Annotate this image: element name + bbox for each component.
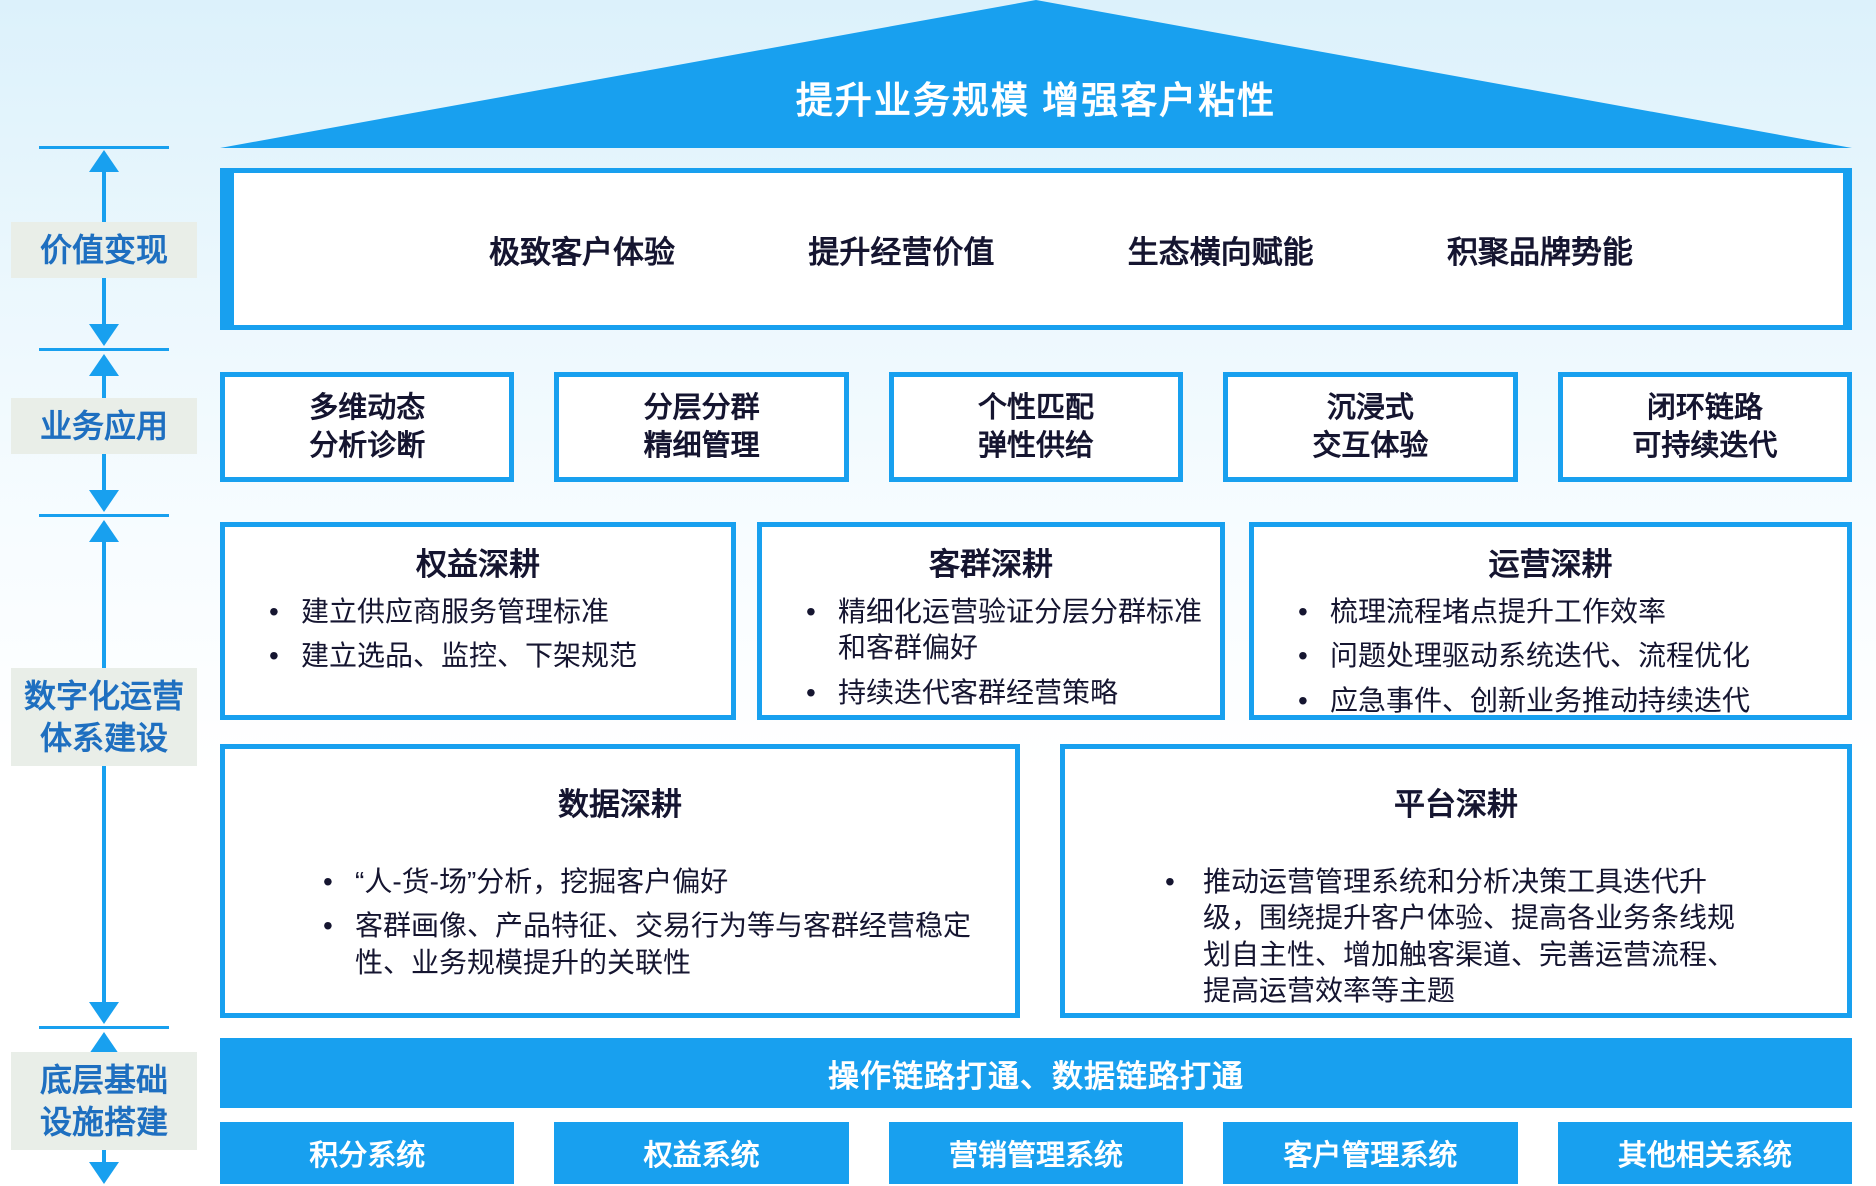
arrow-up-icon: [89, 354, 119, 376]
bullet-item: 问题处理驱动系统迭代、流程优化: [1272, 638, 1829, 675]
deep-box-platform: 平台深耕 推动运营管理系统和分析决策工具迭代升级，围绕提升客户体验、提高各业务条…: [1060, 744, 1852, 1018]
value-item: 提升经营价值: [808, 234, 995, 270]
bullet-list: 推动运营管理系统和分析决策工具迭代升级，围绕提升客户体验、提高各业务条线规划自主…: [1083, 864, 1829, 1010]
rail-label-value-monetization: 价值变现: [11, 222, 197, 279]
rail-divider-line: [39, 146, 169, 149]
deep-box-title: 平台深耕: [1394, 787, 1518, 822]
bullet-item: 建立选品、监控、下架规范: [243, 638, 713, 675]
bullet-item: 持续迭代客群经营策略: [780, 675, 1202, 712]
rail-label-digital-operation: 数字化运营 体系建设: [11, 668, 197, 767]
app-box-segmentation: 分层分群 精细管理: [554, 372, 849, 482]
deep-box-rights: 权益深耕 建立供应商服务管理标准 建立选品、监控、下架规范: [220, 522, 736, 720]
value-item: 积聚品牌势能: [1446, 234, 1633, 270]
app-box-line: 分层分群: [643, 391, 760, 424]
deep-box-operation: 运营深耕 梳理流程堵点提升工作效率 问题处理驱动系统迭代、流程优化 应急事件、创…: [1249, 522, 1852, 720]
rail-divider-line: [39, 1026, 169, 1029]
app-box-line: 个性匹配: [978, 391, 1095, 424]
deep-box-title: 权益深耕: [416, 547, 540, 582]
arrow-down-icon: [89, 490, 119, 512]
double-arrow-icon: [89, 520, 119, 1024]
app-box-line: 可持续迭代: [1632, 430, 1778, 462]
bullet-item: 梳理流程堵点提升工作效率: [1272, 594, 1829, 631]
roof-title: 提升业务规模 增强客户粘性: [795, 80, 1277, 121]
system-box-benefits: 权益系统: [554, 1122, 849, 1184]
arrow-up-icon: [89, 1032, 119, 1054]
deep-box-customer-group: 客群深耕 精细化运营验证分层分群标准和客群偏好 持续迭代客群经营策略: [757, 522, 1225, 720]
bullet-item: 建立供应商服务管理标准: [243, 594, 713, 631]
system-box-other: 其他相关系统: [1557, 1122, 1853, 1184]
app-box-closed-loop: 闭环链路 可持续迭代: [1557, 372, 1853, 482]
rail-label-line: 体系建设: [39, 720, 168, 757]
deep-box-title: 运营深耕: [1488, 547, 1613, 582]
rail-label-line: 数字化运营: [23, 678, 184, 714]
arrow-down-icon: [89, 324, 119, 346]
rail-label-line: 设施搭建: [39, 1104, 168, 1141]
bullet-list: 梳理流程堵点提升工作效率 问题处理驱动系统迭代、流程优化 应急事件、创新业务推动…: [1272, 594, 1829, 720]
app-box-line: 精细管理: [643, 430, 760, 462]
foundation-bar-label: 操作链路打通、数据链路打通: [828, 1058, 1244, 1094]
app-box-line: 交互体验: [1312, 430, 1429, 462]
foundation-link-bar: 操作链路打通、数据链路打通: [220, 1038, 1852, 1108]
bullet-list: 建立供应商服务管理标准 建立选品、监控、下架规范: [243, 594, 713, 675]
bullet-item: 推动运营管理系统和分析决策工具迭代升级，围绕提升客户体验、提高各业务条线规划自主…: [1139, 864, 1743, 1010]
business-application-row: 多维动态 分析诊断 分层分群 精细管理 个性匹配 弹性供给 沉浸式 交互体验 闭…: [220, 372, 1853, 482]
rail-divider-line: [39, 348, 169, 351]
bullet-item: 客群画像、产品特征、交易行为等与客群经营稳定性、业务规模提升的关联性: [297, 908, 971, 981]
arrow-down-icon: [89, 1002, 119, 1024]
bullet-item: 精细化运营验证分层分群标准和客群偏好: [780, 594, 1202, 667]
deep-box-title: 数据深耕: [558, 787, 682, 822]
deep-box-data: 数据深耕 “人-货-场”分析，挖掘客户偏好 客群画像、产品特征、交易行为等与客群…: [220, 744, 1020, 1018]
rail-label-line: 价值变现: [39, 232, 168, 268]
rail-label-line: 底层基础: [39, 1062, 168, 1098]
value-item: 生态横向赋能: [1127, 234, 1314, 270]
app-box-personalization: 个性匹配 弹性供给: [888, 372, 1184, 482]
value-row-box: 极致客户体验 提升经营价值 生态横向赋能 积聚品牌势能: [220, 168, 1852, 330]
rail-label-infrastructure: 底层基础 设施搭建: [11, 1052, 197, 1151]
value-item: 极致客户体验: [489, 234, 675, 270]
bullet-item: 应急事件、创新业务推动持续迭代: [1272, 683, 1829, 720]
bullet-list: “人-货-场”分析，挖掘客户偏好 客群画像、产品特征、交易行为等与客群经营稳定性…: [243, 864, 997, 981]
system-box-marketing: 营销管理系统: [888, 1122, 1184, 1184]
deep-box-title: 客群深耕: [929, 547, 1053, 582]
app-box-immersive: 沉浸式 交互体验: [1223, 372, 1518, 482]
rail-label-line: 业务应用: [39, 408, 168, 444]
systems-row: 积分系统 权益系统 营销管理系统 客户管理系统 其他相关系统: [220, 1122, 1853, 1184]
roof-banner: 提升业务规模 增强客户粘性: [220, 0, 1852, 148]
app-box-line: 多维动态: [309, 391, 426, 424]
app-box-line: 弹性供给: [978, 430, 1095, 462]
bullet-list: 精细化运营验证分层分群标准和客群偏好 持续迭代客群经营策略: [780, 594, 1202, 712]
arrow-shaft: [102, 534, 106, 1010]
app-box-line: 分析诊断: [309, 430, 426, 462]
arrow-up-icon: [89, 520, 119, 542]
app-box-line: 闭环链路: [1646, 391, 1763, 424]
arrow-up-icon: [89, 150, 119, 172]
arrow-down-icon: [89, 1162, 119, 1184]
app-box-analysis: 多维动态 分析诊断: [220, 372, 515, 482]
rail-label-business-application: 业务应用: [11, 398, 197, 455]
bullet-item: “人-货-场”分析，挖掘客户偏好: [297, 864, 971, 901]
app-box-line: 沉浸式: [1326, 391, 1414, 424]
system-box-points: 积分系统: [220, 1122, 515, 1184]
rail-divider-line: [39, 514, 169, 517]
system-box-customer: 客户管理系统: [1223, 1122, 1518, 1184]
